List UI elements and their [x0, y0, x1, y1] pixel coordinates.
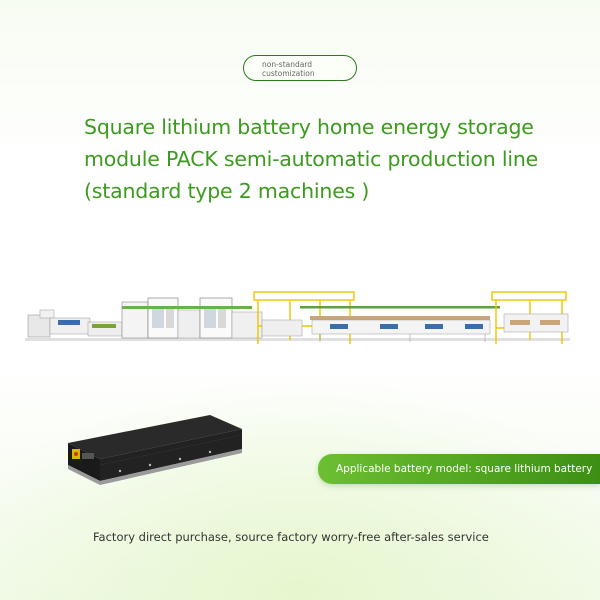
footer-service-text: Factory direct purchase, source factory …: [93, 530, 489, 544]
badge-line-1: non-standard: [262, 60, 313, 69]
applicable-battery-banner: Applicable battery model: square lithium…: [318, 454, 600, 484]
badge-line-2: customization: [262, 69, 315, 78]
customization-badge: non-standard customization: [243, 55, 357, 81]
battery-pack-illustration: [60, 405, 250, 490]
production-line-illustration: [0, 280, 600, 360]
page-title: Square lithium battery home energy stora…: [84, 115, 539, 203]
